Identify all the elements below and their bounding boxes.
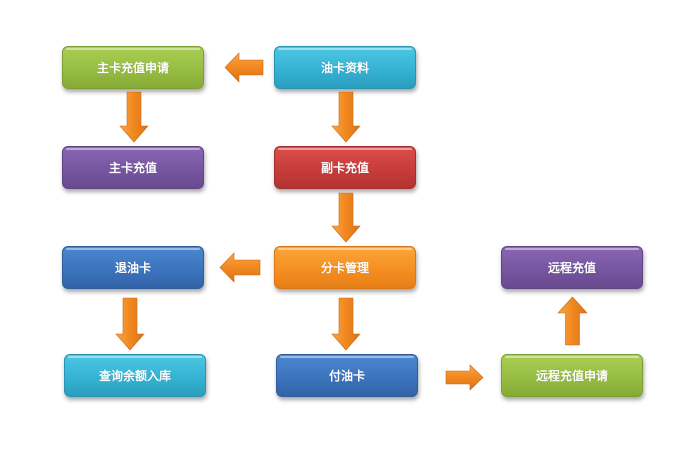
node-return-oil-card[interactable]: 退油卡 (62, 246, 204, 289)
node-pay-oil-card[interactable]: 付油卡 (276, 354, 418, 397)
node-label: 远程充值 (547, 261, 596, 275)
node-label: 主卡充值 (108, 161, 157, 175)
arrow-oil-info-to-sub-recharge (331, 91, 361, 143)
node-label: 退油卡 (114, 261, 151, 275)
node-sub-card-recharge[interactable]: 副卡充值 (274, 146, 416, 189)
node-oil-card-info[interactable]: 油卡资料 (274, 46, 416, 89)
node-remote-recharge-request[interactable]: 远程充值申请 (501, 354, 643, 397)
arrow-left-icon (219, 252, 261, 283)
arrow-right-icon (445, 364, 484, 391)
arrow-management-to-pay (331, 297, 361, 351)
arrow-down-icon (331, 91, 361, 143)
arrow-return-to-query (115, 297, 145, 351)
node-remote-recharge[interactable]: 远程充值 (501, 246, 643, 289)
node-label: 查询余额入库 (98, 369, 171, 383)
node-main-card-recharge[interactable]: 主卡充值 (62, 146, 204, 189)
node-label: 分卡管理 (320, 261, 369, 275)
arrow-remote-request-to-remote-recharge (557, 296, 588, 346)
node-label: 主卡充值申请 (96, 61, 169, 75)
arrow-main-request-to-main-recharge (119, 91, 149, 143)
arrow-pay-to-remote-request (445, 364, 484, 391)
node-label: 副卡充值 (320, 161, 369, 175)
node-main-card-recharge-request[interactable]: 主卡充值申请 (62, 46, 204, 89)
arrow-sub-recharge-to-management (331, 192, 361, 243)
node-label: 远程充值申请 (535, 369, 608, 383)
arrow-up-icon (557, 296, 588, 346)
arrow-down-icon (331, 192, 361, 243)
node-sub-card-management[interactable]: 分卡管理 (274, 246, 416, 289)
arrow-left-icon (224, 52, 264, 83)
node-label: 付油卡 (328, 369, 365, 383)
arrow-down-icon (119, 91, 149, 143)
arrow-oil-info-to-main-request (224, 52, 264, 83)
node-label: 油卡资料 (320, 61, 369, 75)
node-query-balance-storage[interactable]: 查询余额入库 (64, 354, 206, 397)
arrow-down-icon (115, 297, 145, 351)
arrow-down-icon (331, 297, 361, 351)
arrow-management-to-return (219, 252, 261, 283)
